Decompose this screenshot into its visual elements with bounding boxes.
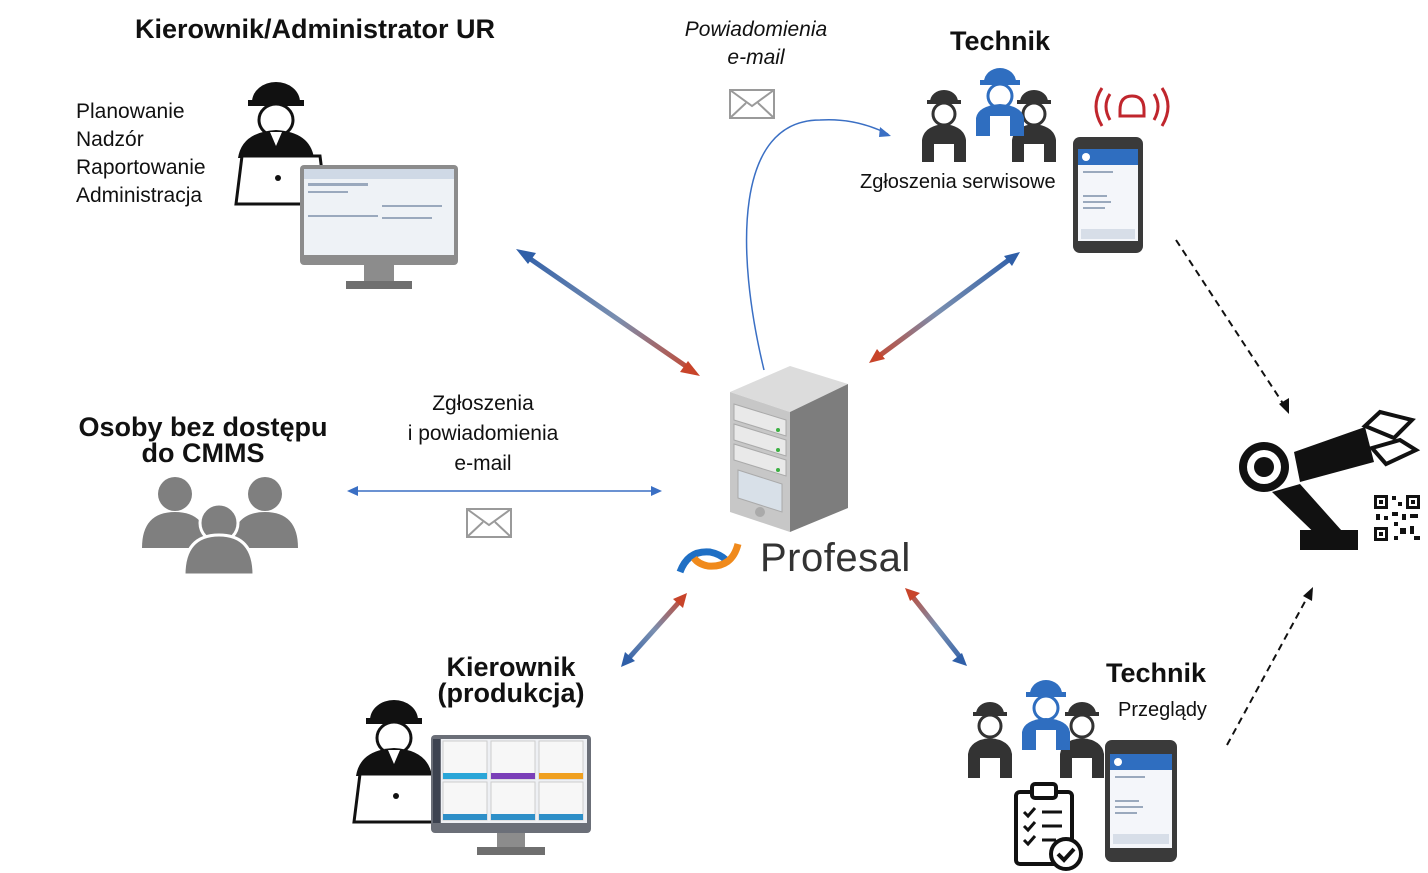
alarm-icon [1094,87,1170,127]
role-reporting: Raportowanie [76,156,206,179]
monitor-icon [300,165,458,289]
manager-production-title: Kierownik (produkcja) [430,652,592,708]
email-notice: Powiadomienia e-mail [666,16,846,72]
email-curve-arrow [745,118,891,371]
role-planning: Planowanie [76,100,185,123]
server-icon [730,366,848,532]
hard-hat-worker-icon [356,700,432,776]
envelope-icon [466,508,512,538]
envelope-icon [729,89,775,119]
robot-arm-icon [1239,409,1421,550]
no-access-double-arrow [347,486,662,496]
admin-roles: Planowanie Nadzór Raportowanie Administr… [76,98,206,210]
requests-line1: Zgłoszenia [432,392,534,415]
requests-label: Zgłoszenia i powiadomienia e-mail [388,389,578,479]
dashed-arrow-technik2-robot [1226,587,1313,746]
arrow-technik-server [869,252,1020,363]
brand-name: Profesal [760,536,911,580]
qr-code-icon [1372,493,1422,543]
arrow-technik2-server [905,588,967,666]
no-access-title-line1: Osoby bez dostępu [78,412,328,442]
checklist-clipboard-icon [1014,782,1083,871]
technik-top-title: Technik [950,26,1051,56]
no-access-title: Osoby bez dostępu do CMMS [78,412,328,468]
monitor-icon [431,735,591,855]
technik-bottom-caption: Przeglądy [1118,699,1207,721]
workers-icon [968,680,1104,778]
no-access-title-line2: do CMMS [141,438,265,468]
hard-hat-worker-icon [238,82,314,158]
technik-bottom-title: Technik [1106,658,1207,688]
role-administration: Administracja [76,184,203,207]
smartphone-icon [1073,137,1143,253]
people-group-icon [142,477,298,577]
requests-line3: e-mail [454,452,512,475]
requests-line2: i powiadomienia [407,422,559,445]
technik-top-caption: Zgłoszenia serwisowe [860,171,1056,193]
role-supervision: Nadzór [76,128,144,151]
arrow-admin-server [516,249,700,376]
arrow-manager-server [621,593,687,667]
dashed-arrow-technik-robot [1175,239,1289,414]
manager-production-line1: Kierownik [446,652,576,682]
workers-icon [922,68,1056,162]
manager-production-line2: (produkcja) [437,678,585,708]
email-notice-line1: Powiadomienia [684,18,828,41]
admin-title: Kierownik/Administrator UR [135,14,496,44]
profesal-logo-icon [676,542,742,574]
smartphone-icon [1105,740,1177,862]
email-notice-line2: e-mail [727,46,785,69]
